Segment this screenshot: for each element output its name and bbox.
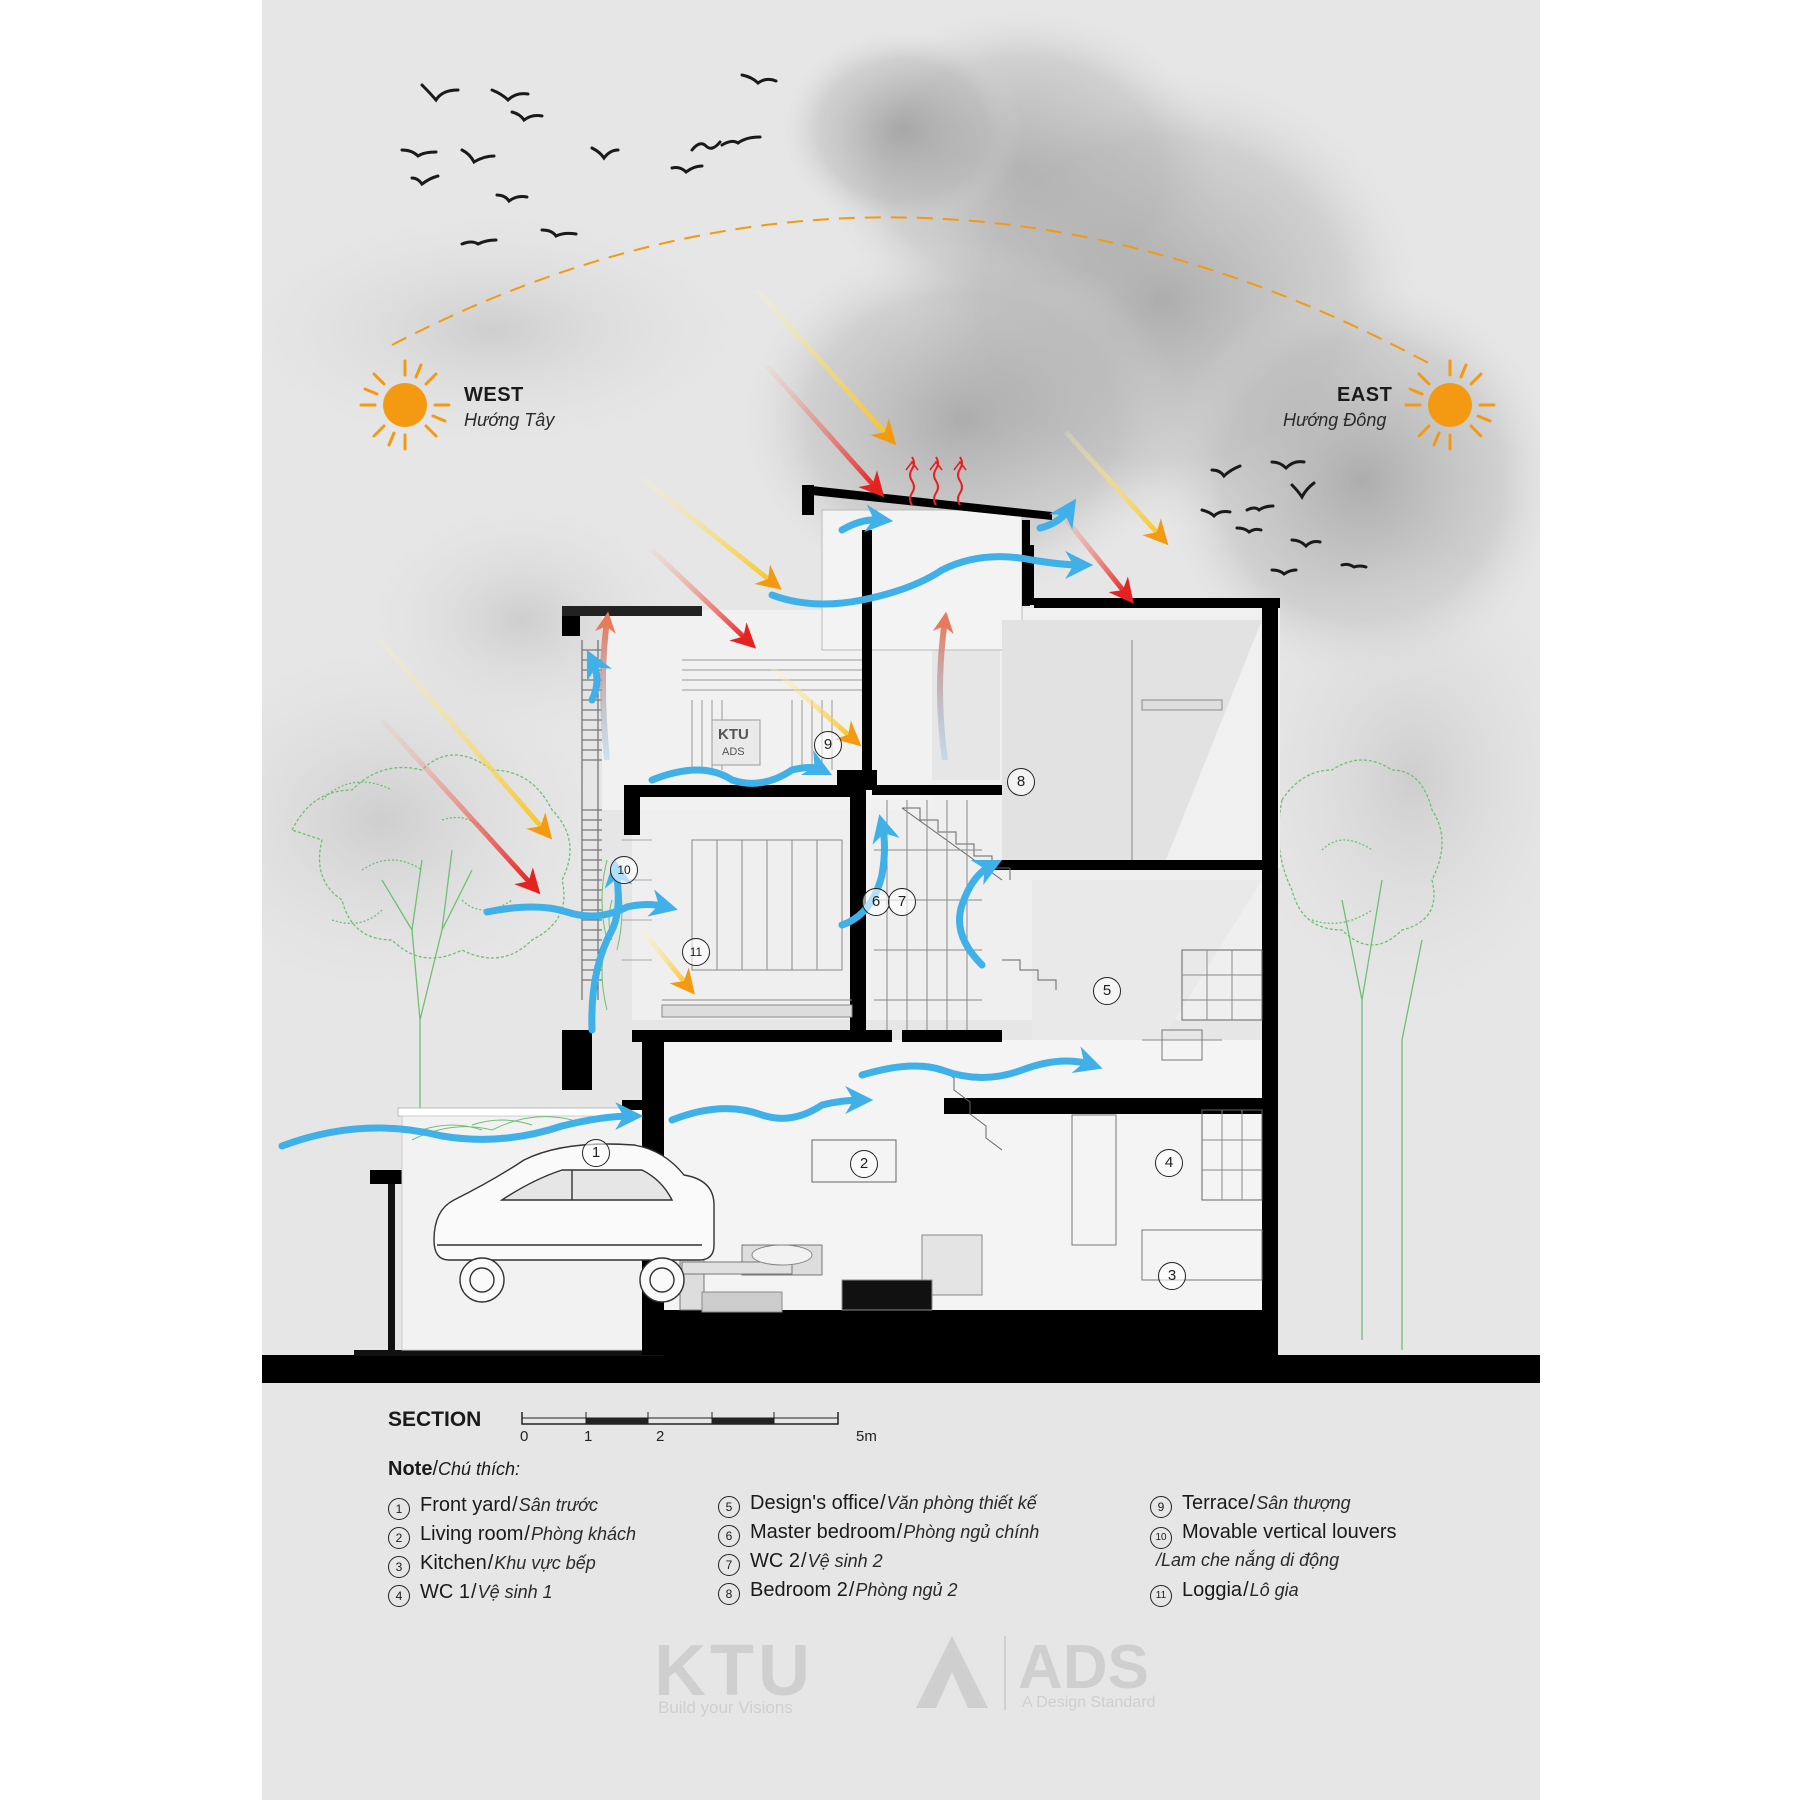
room-number-11: 11	[682, 938, 710, 966]
east-sublabel: Hướng Đông	[1283, 410, 1387, 430]
scale-tick-0: 0	[520, 1428, 529, 1445]
room-number-8: 8	[1007, 768, 1035, 796]
structure	[562, 485, 1280, 1355]
room-number-10: 10	[610, 856, 638, 884]
west-label: WEST	[464, 384, 524, 406]
watermark-ktu: KTU	[654, 1631, 814, 1711]
room-number-2: 2	[850, 1150, 878, 1178]
room-number-9: 9	[814, 731, 842, 759]
section-title: SECTION	[388, 1408, 482, 1431]
room-number-6: 6	[862, 888, 890, 916]
watermark-ads: ADS	[1018, 1633, 1149, 1702]
note-sublabel: Chú thích:	[438, 1459, 521, 1479]
room-number-3: 3	[1158, 1262, 1186, 1290]
heat-waves	[905, 456, 967, 506]
inside-logo-board	[711, 719, 761, 766]
watermark-ads-tagline: A Design Standard	[1022, 1694, 1156, 1711]
inside-logo-ads: ADS	[722, 746, 745, 758]
inside-logo-ktu: KTU	[718, 726, 749, 743]
front-yard-ground	[354, 1350, 664, 1356]
watermark-ktu-tagline: Build your Visions	[658, 1698, 793, 1717]
watermark-ads-logo-icon	[916, 1636, 988, 1708]
east-label: EAST	[1337, 384, 1393, 406]
watermark-divider	[1004, 1636, 1006, 1710]
tree-left	[291, 754, 571, 1140]
sun-path	[391, 216, 1433, 366]
interior-details	[581, 640, 1263, 1313]
section-drawing	[262, 10, 1540, 1383]
car-drawing	[433, 1143, 715, 1303]
tree-right	[1278, 759, 1443, 1350]
room-number-7: 7	[888, 888, 916, 916]
room-number-1: 1	[582, 1139, 610, 1167]
poster: WEST Hướng Tây EAST Hướng Đông KTU ADS 1…	[262, 0, 1540, 1800]
sun-rays	[378, 288, 1169, 995]
scale-bar	[521, 1412, 839, 1425]
birds	[400, 73, 1368, 576]
legend-item-10-vi: /Lam che nắng di động	[1156, 1550, 1340, 1570]
note-slash: /	[432, 1458, 439, 1480]
ground	[262, 1355, 1540, 1383]
airflow-arrows	[278, 498, 1103, 1150]
note-label: Note	[388, 1458, 433, 1480]
rising-air	[594, 611, 954, 761]
scale-tick-2: 2	[656, 1428, 665, 1445]
room-number-5: 5	[1093, 977, 1121, 1005]
scale-tick-5m: 5m	[856, 1428, 877, 1445]
west-sublabel: Hướng Tây	[464, 410, 555, 430]
scale-tick-1: 1	[584, 1428, 593, 1445]
note-heading: Note/Chú thích:	[388, 1458, 520, 1481]
sun-icon-west	[359, 359, 451, 451]
room-number-4: 4	[1155, 1149, 1183, 1177]
sun-icon-east	[1404, 359, 1496, 451]
